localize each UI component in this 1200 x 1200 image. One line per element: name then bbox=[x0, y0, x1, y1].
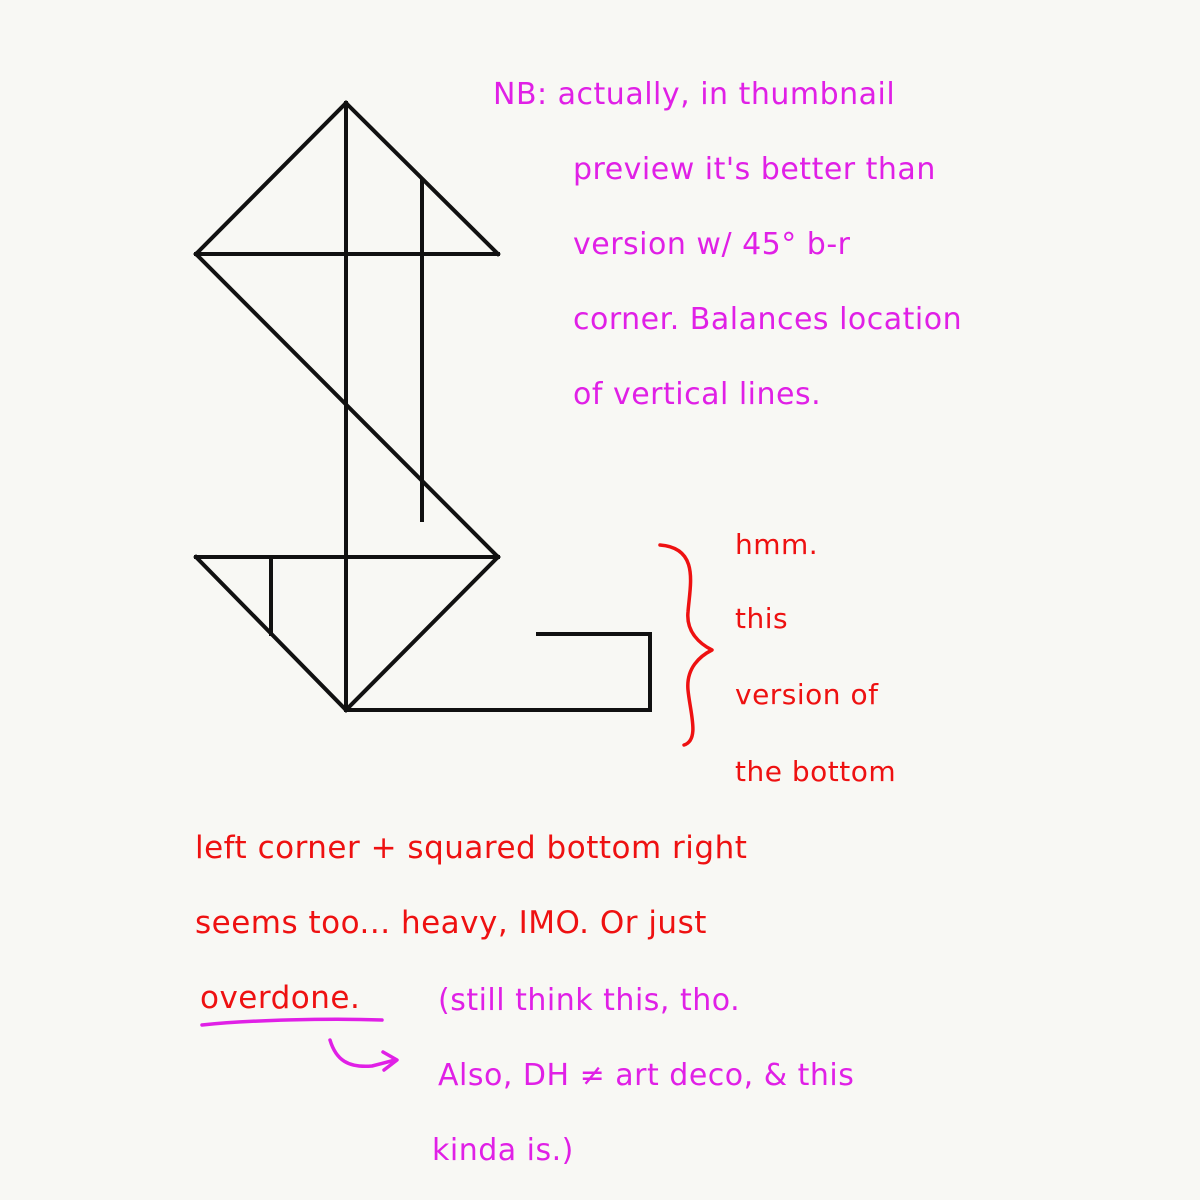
top-triangle-left-edge bbox=[193, 100, 349, 257]
red-side-note-line-1: hmm. bbox=[735, 528, 819, 561]
red-main-note-underlined-word: overdone. bbox=[200, 980, 361, 1016]
red-side-note-line-2: this bbox=[735, 602, 789, 635]
magenta-footer-note-line-1: (still think this, tho. bbox=[438, 983, 741, 1018]
red-main-note-line-2: seems too... heavy, IMO. Or just bbox=[195, 905, 707, 941]
letter-glyph-drawing bbox=[193, 100, 652, 713]
curved-arrow bbox=[328, 1038, 397, 1069]
magenta-note-line-5: of vertical lines. bbox=[573, 377, 822, 412]
magenta-footer-note-line-3: kinda is.) bbox=[432, 1133, 574, 1168]
bottom-triangle-right-edge bbox=[343, 554, 501, 713]
magenta-note-line-4: corner. Balances location bbox=[573, 302, 963, 337]
magenta-note-line-1: NB: actually, in thumbnail bbox=[493, 77, 896, 112]
magenta-footer-note-line-2: Also, DH ≠ art deco, & this bbox=[438, 1058, 855, 1093]
overdone-underline bbox=[200, 1017, 384, 1027]
curved-arrow-head bbox=[381, 1050, 399, 1072]
magenta-note-line-3: version w/ 45° b-r bbox=[573, 227, 851, 262]
red-curly-brace bbox=[658, 543, 714, 747]
magenta-note-line-2: preview it's better than bbox=[573, 152, 936, 187]
long-diagonal-line bbox=[193, 251, 501, 560]
red-side-note-line-3: version of bbox=[735, 678, 879, 711]
annotation-marks bbox=[200, 543, 714, 1072]
red-main-note-line-1: left corner + squared bottom right bbox=[195, 830, 748, 866]
red-side-note-line-4: the bottom bbox=[735, 755, 897, 788]
